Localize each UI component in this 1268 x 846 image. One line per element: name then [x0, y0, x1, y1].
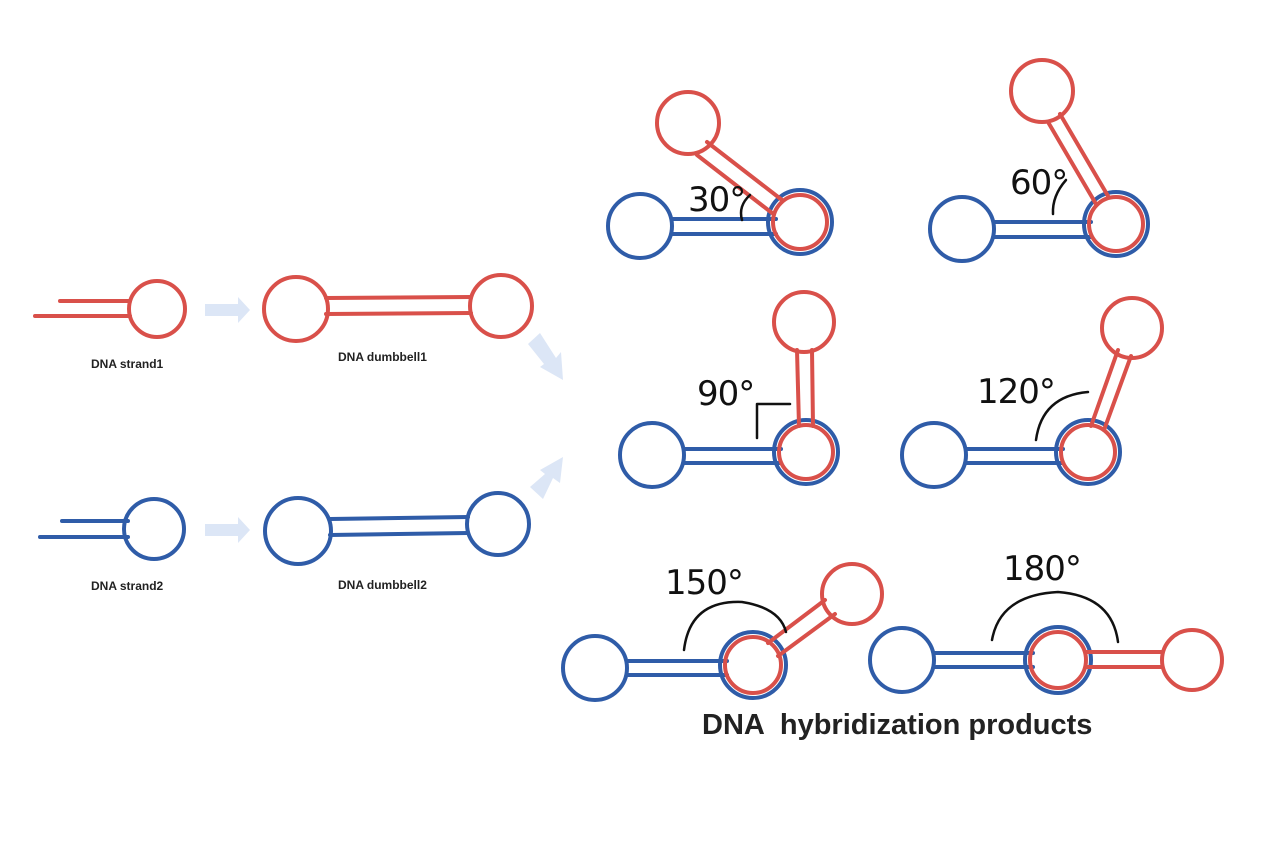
angle-label-180: 180°	[1003, 549, 1082, 589]
product-120	[900, 296, 1164, 489]
product-60	[928, 58, 1150, 263]
product-150	[561, 562, 884, 702]
angle-label-150: 150°	[665, 563, 744, 603]
dna-dumbbell2	[263, 491, 531, 566]
angle-label-30: 30°	[688, 180, 746, 220]
merge-arrow-top	[528, 333, 563, 380]
label-dna-strand2: DNA strand2	[91, 579, 164, 593]
angle-label-90: 90°	[697, 374, 755, 414]
product-180	[868, 590, 1224, 695]
process-arrow-1	[205, 297, 250, 323]
angle-label-60: 60°	[1010, 163, 1068, 203]
process-arrow-2	[205, 517, 250, 543]
dna-dumbbell1	[262, 273, 534, 343]
merge-arrow-bottom	[530, 457, 563, 499]
label-dna-dumbbell1: DNA dumbbell1	[338, 350, 427, 364]
dna-strand2	[38, 497, 186, 561]
label-dna-dumbbell2: DNA dumbbell2	[338, 578, 427, 592]
product-30	[606, 90, 834, 260]
label-dna-strand1: DNA strand1	[91, 357, 164, 371]
angle-label-120: 120°	[977, 372, 1056, 412]
dna-strand1	[33, 279, 187, 339]
products-title: DNA hybridization products	[702, 709, 1093, 741]
product-90	[618, 290, 840, 489]
